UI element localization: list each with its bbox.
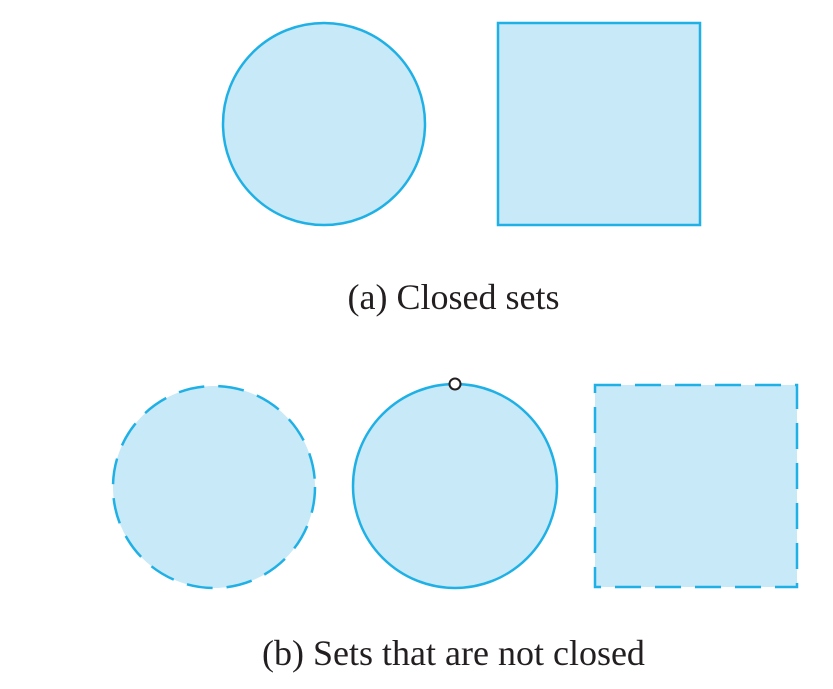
open-square-dashed-boundary xyxy=(593,383,799,589)
caption-closed-sets: (a) Closed sets xyxy=(347,277,560,317)
disk-missing-boundary-point xyxy=(351,382,559,590)
panel-b xyxy=(111,377,799,590)
open-disk-dashed-boundary xyxy=(111,384,317,590)
closed-square xyxy=(496,21,702,227)
missing-point-hole xyxy=(448,377,462,391)
caption-not-closed-sets: (b) Sets that are not closed xyxy=(262,633,645,673)
closed-disk xyxy=(221,21,427,227)
panel-a xyxy=(221,21,702,227)
